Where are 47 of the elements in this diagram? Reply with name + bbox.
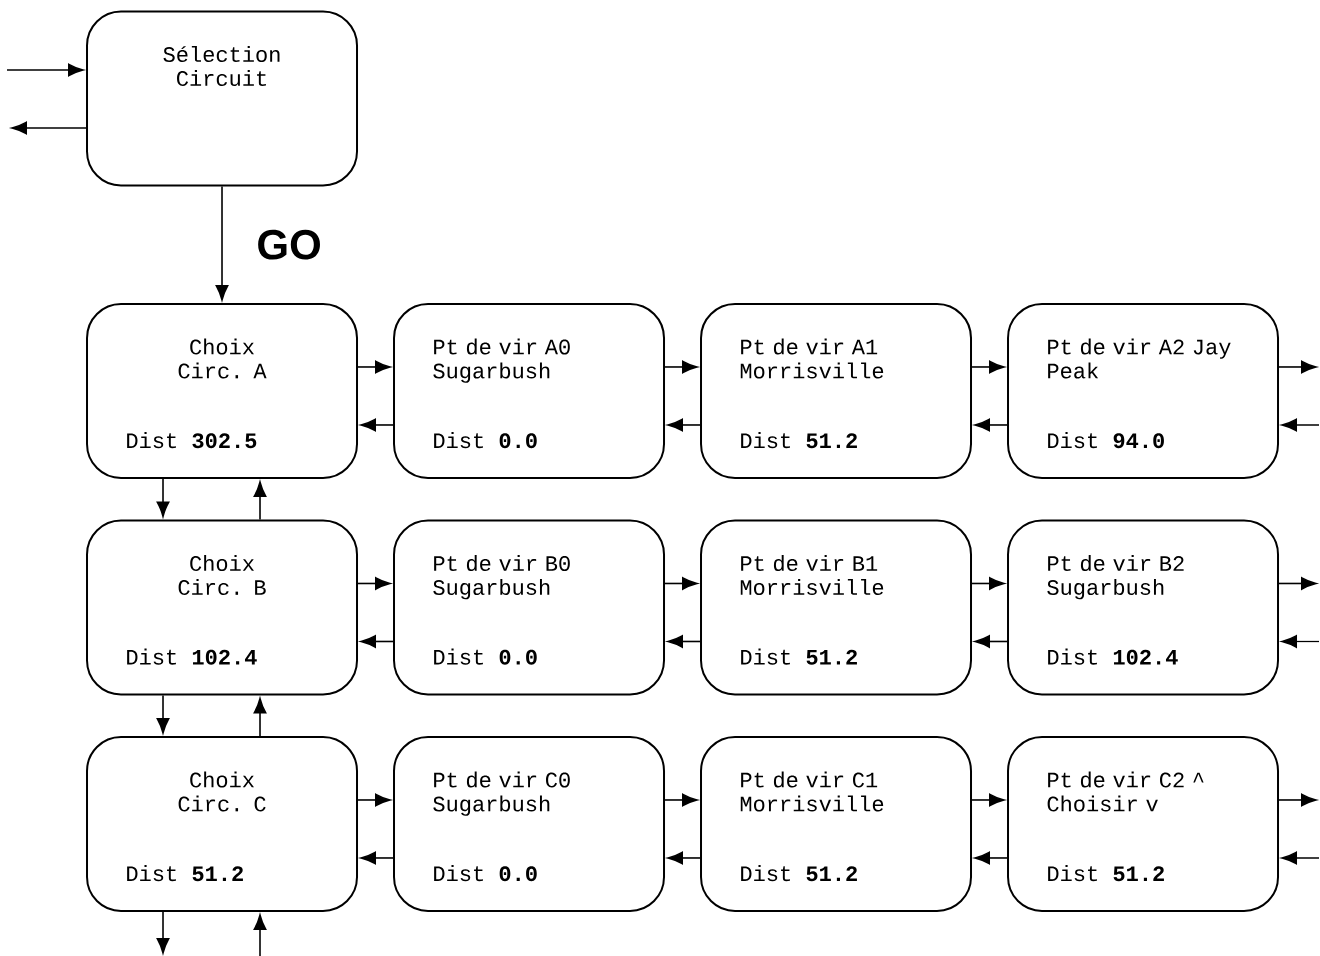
screen-box: Pt de vir B1 Morrisville Dist 51.2	[700, 519, 972, 696]
arrow	[11, 121, 87, 135]
screen-box: Pt de vir B0 Sugarbush Dist 0.0	[393, 519, 665, 696]
arrow	[1281, 635, 1320, 648]
arrow	[667, 418, 701, 432]
arrow	[664, 360, 698, 374]
screen-box: Pt de vir C0 Sugarbush Dist 0.0	[393, 736, 665, 912]
arrow	[1278, 793, 1317, 807]
arrow	[360, 635, 394, 648]
arrow	[253, 697, 267, 737]
arrow	[1278, 360, 1317, 374]
arrow	[156, 478, 170, 518]
arrow	[357, 793, 391, 807]
arrow	[664, 577, 698, 590]
arrow	[6, 63, 84, 77]
arrow	[253, 914, 267, 956]
screen-box: Pt de vir A1 Morrisville Dist 51.2	[700, 303, 972, 479]
arrow	[971, 793, 1005, 807]
screen-box: Choix Circ. B Dist 102.4	[86, 519, 358, 696]
edge-label: GO	[254, 227, 324, 262]
arrow	[667, 635, 701, 648]
screen-box: Pt de vir B2 Sugarbush Dist 102.4	[1007, 519, 1279, 696]
arrow	[253, 481, 267, 521]
arrow	[974, 418, 1008, 432]
arrow	[664, 793, 698, 807]
screen-box: Pt de vir A0 Sugarbush Dist 0.0	[393, 303, 665, 479]
screen-box: Sélection Circuit	[86, 10, 358, 187]
screen-box: Choix Circ. A Dist 302.5	[86, 303, 358, 479]
arrow	[974, 635, 1008, 648]
arrow	[357, 360, 391, 374]
arrow	[156, 694, 170, 734]
arrow	[971, 360, 1005, 374]
screen-box: Choix Circ. C Dist 51.2	[86, 736, 358, 912]
arrow	[360, 418, 394, 432]
screen-box: Pt de vir C1 Morrisville Dist 51.2	[700, 736, 972, 912]
arrow	[156, 911, 170, 954]
screen-box: Pt de vir A2 Jay Peak Dist 94.0	[1007, 303, 1279, 479]
arrow	[1281, 851, 1320, 865]
arrow	[974, 851, 1008, 865]
arrow	[971, 577, 1005, 590]
arrow	[360, 851, 394, 865]
arrow	[1278, 577, 1317, 590]
arrow	[1281, 418, 1320, 432]
screen-box: Pt de vir C2 ^ Choisir v Dist 51.2	[1007, 736, 1279, 912]
arrow	[357, 577, 391, 590]
arrow	[215, 185, 229, 301]
arrow	[667, 851, 701, 865]
